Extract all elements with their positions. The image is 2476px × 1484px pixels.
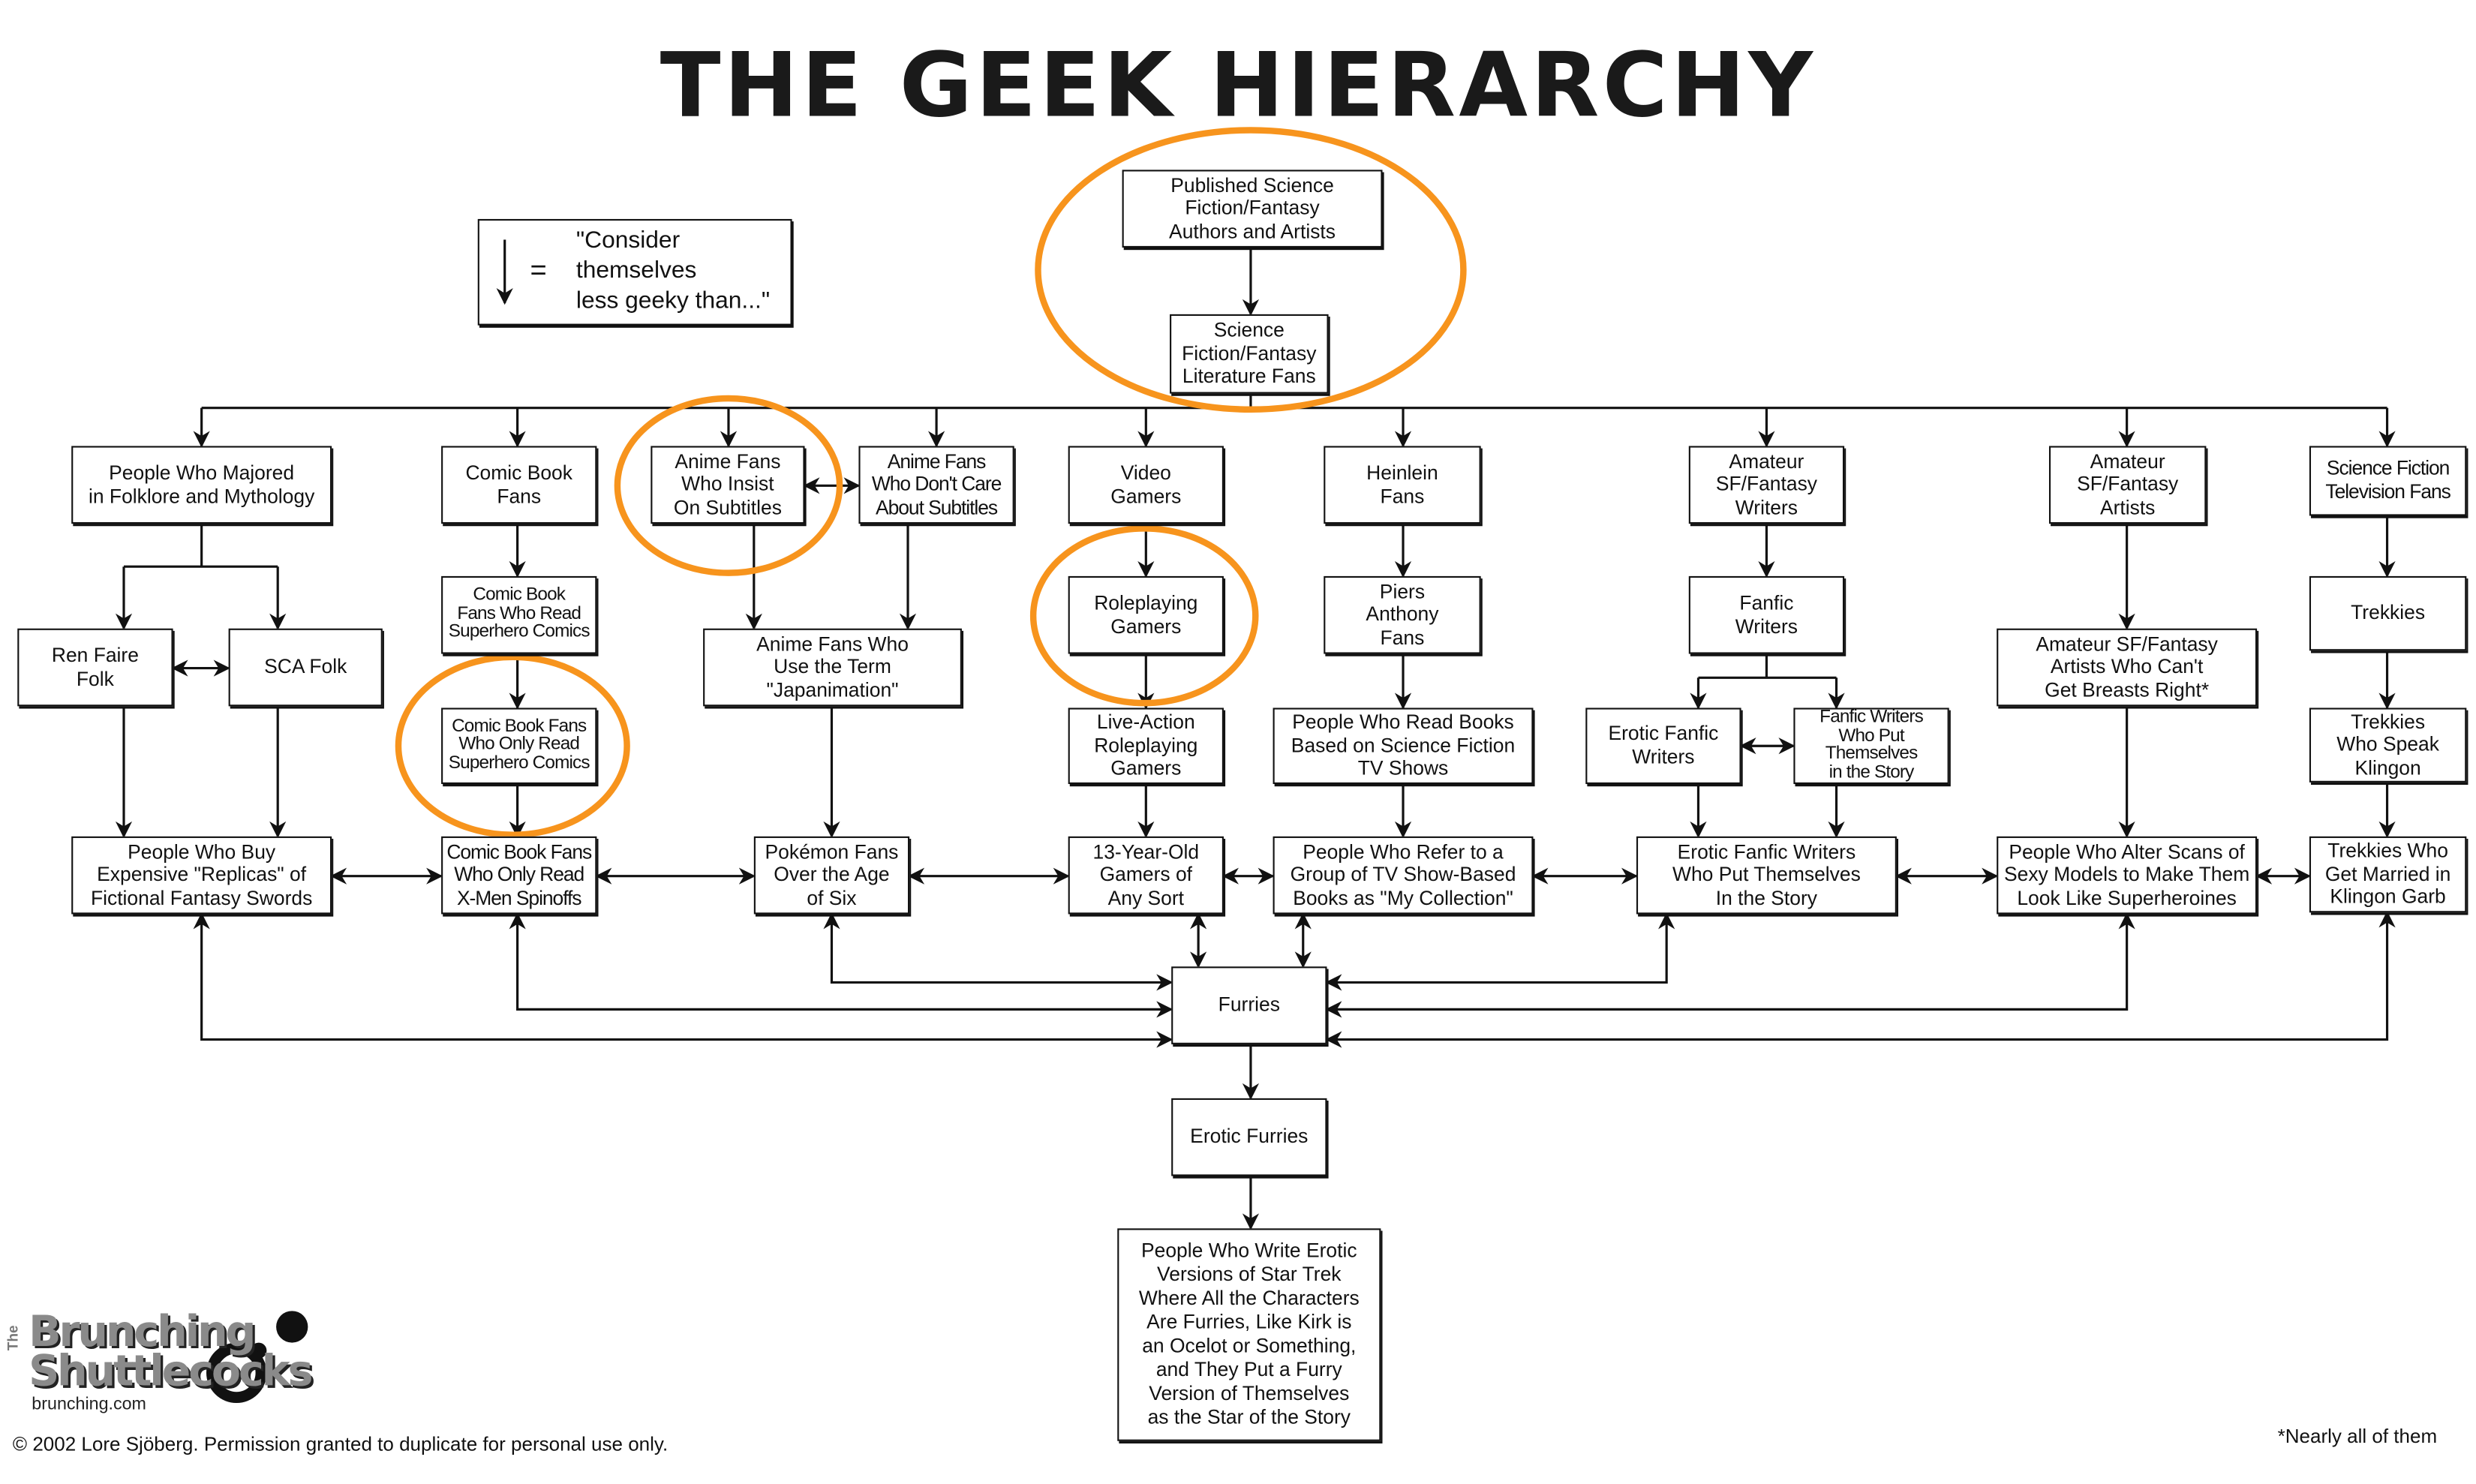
double-arrow-connector	[509, 912, 1173, 1018]
node-amateur-artists: Amateur SF/Fantasy Artists	[2048, 446, 2207, 524]
double-arrow-connector	[823, 912, 1173, 991]
node-published-authors: Published Science Fiction/Fantasy Author…	[1122, 170, 1383, 248]
node-furries: Furries	[1171, 966, 1327, 1044]
logo-the: The	[5, 1325, 21, 1351]
node-roleplaying-gamers: Roleplaying Gamers	[1068, 575, 1224, 654]
node-japanimation: Anime Fans Who Use the Term "Japanimatio…	[703, 628, 962, 707]
node-heinlein-fans: Heinlein Fans	[1324, 446, 1481, 524]
legend-equals: =	[530, 254, 547, 286]
double-arrow-connector	[193, 912, 1173, 1048]
logo-line2: Shuttlecocks	[29, 1347, 313, 1397]
node-folklore-majors: People Who Majored in Folklore and Mytho…	[71, 446, 332, 524]
logo-dot-large	[276, 1311, 308, 1343]
node-anime-subtitles: Anime Fans Who Insist On Subtitles	[651, 446, 805, 524]
highlight-circle-superhero	[395, 653, 630, 838]
node-xmen-spinoffs: Comic Book Fans Who Only Read X-Men Spin…	[441, 836, 597, 915]
node-erotic-fanfic: Erotic Fanfic Writers	[1585, 707, 1741, 785]
node-erotic-furries: Erotic Furries	[1171, 1098, 1327, 1176]
node-trekkies: Trekkies	[2309, 575, 2467, 651]
node-fanfic-writers: Fanfic Writers	[1688, 575, 1845, 654]
node-amateur-writers: Amateur SF/Fantasy Writers	[1688, 446, 1845, 524]
highlight-circle-anime	[614, 395, 843, 576]
node-sf-literature-fans: Science Fiction/Fantasy Literature Fans	[1170, 314, 1329, 394]
node-13-year-old-gamers: 13-Year-Old Gamers of Any Sort	[1068, 836, 1224, 915]
node-erotic-fanfic-themselves: Erotic Fanfic Writers Who Put Themselves…	[1636, 836, 1897, 915]
highlight-circle-roleplaying	[1029, 525, 1259, 707]
brunching-shuttlecocks-logo: The Brunching Shuttlecocks brunching.com	[5, 1305, 362, 1424]
node-sca-folk: SCA Folk	[228, 628, 383, 707]
copyright: © 2002 Lore Sjöberg. Permission granted …	[12, 1433, 669, 1455]
node-my-collection: People Who Refer to a Group of TV Show-B…	[1273, 836, 1534, 915]
node-anime-no-subtitles: Anime Fans Who Don't Care About Subtitle…	[858, 446, 1014, 524]
double-arrow-connector	[1325, 912, 2135, 1018]
down-arrow-icon	[496, 239, 513, 305]
logo-line1: Brunching	[29, 1308, 256, 1357]
node-erotic-star-trek: People Who Write Erotic Versions of Star…	[1117, 1228, 1381, 1441]
node-video-gamers: Video Gamers	[1068, 446, 1224, 524]
node-artists-breasts: Amateur SF/Fantasy Artists Who Can't Get…	[1997, 628, 2258, 707]
node-sword-replicas: People Who Buy Expensive "Replicas" of F…	[71, 836, 332, 915]
legend: = "Consider themselves less geeky than..…	[477, 218, 792, 326]
highlight-circle-sf	[1035, 127, 1467, 413]
double-arrow-connector	[1325, 912, 1675, 991]
footnote: *Nearly all of them	[2277, 1425, 2438, 1448]
node-sf-tv-fans: Science Fiction Television Fans	[2309, 446, 2467, 516]
node-klingon-speakers: Trekkies Who Speak Klingon	[2309, 707, 2467, 783]
node-alter-scans: People Who Alter Scans of Sexy Models to…	[1997, 836, 2258, 915]
node-klingon-garb: Trekkies Who Get Married in Klingon Garb	[2309, 836, 2467, 913]
double-arrow-connector	[1325, 911, 2396, 1048]
legend-text: "Consider themselves less geeky than..."	[575, 227, 771, 314]
node-pokemon-fans: Pokémon Fans Over the Age of Six	[753, 836, 910, 915]
page-title: THE GEEK HIERARCHY	[660, 35, 1816, 139]
node-comic-book-fans: Comic Book Fans	[441, 446, 597, 524]
node-larp: Live-Action Roleplaying Gamers	[1068, 707, 1224, 785]
node-fanfic-themselves: Fanfic Writers Who Put Themselves in the…	[1793, 707, 1949, 785]
node-piers-anthony: Piers Anthony Fans	[1324, 575, 1481, 654]
node-ren-faire: Ren Faire Folk	[17, 628, 173, 707]
node-tv-books: People Who Read Books Based on Science F…	[1273, 707, 1534, 785]
logo-url: brunching.com	[32, 1395, 146, 1414]
node-comic-superhero: Comic Book Fans Who Read Superhero Comic…	[441, 575, 597, 654]
node-comic-only-superhero: Comic Book Fans Who Only Read Superhero …	[441, 707, 597, 785]
